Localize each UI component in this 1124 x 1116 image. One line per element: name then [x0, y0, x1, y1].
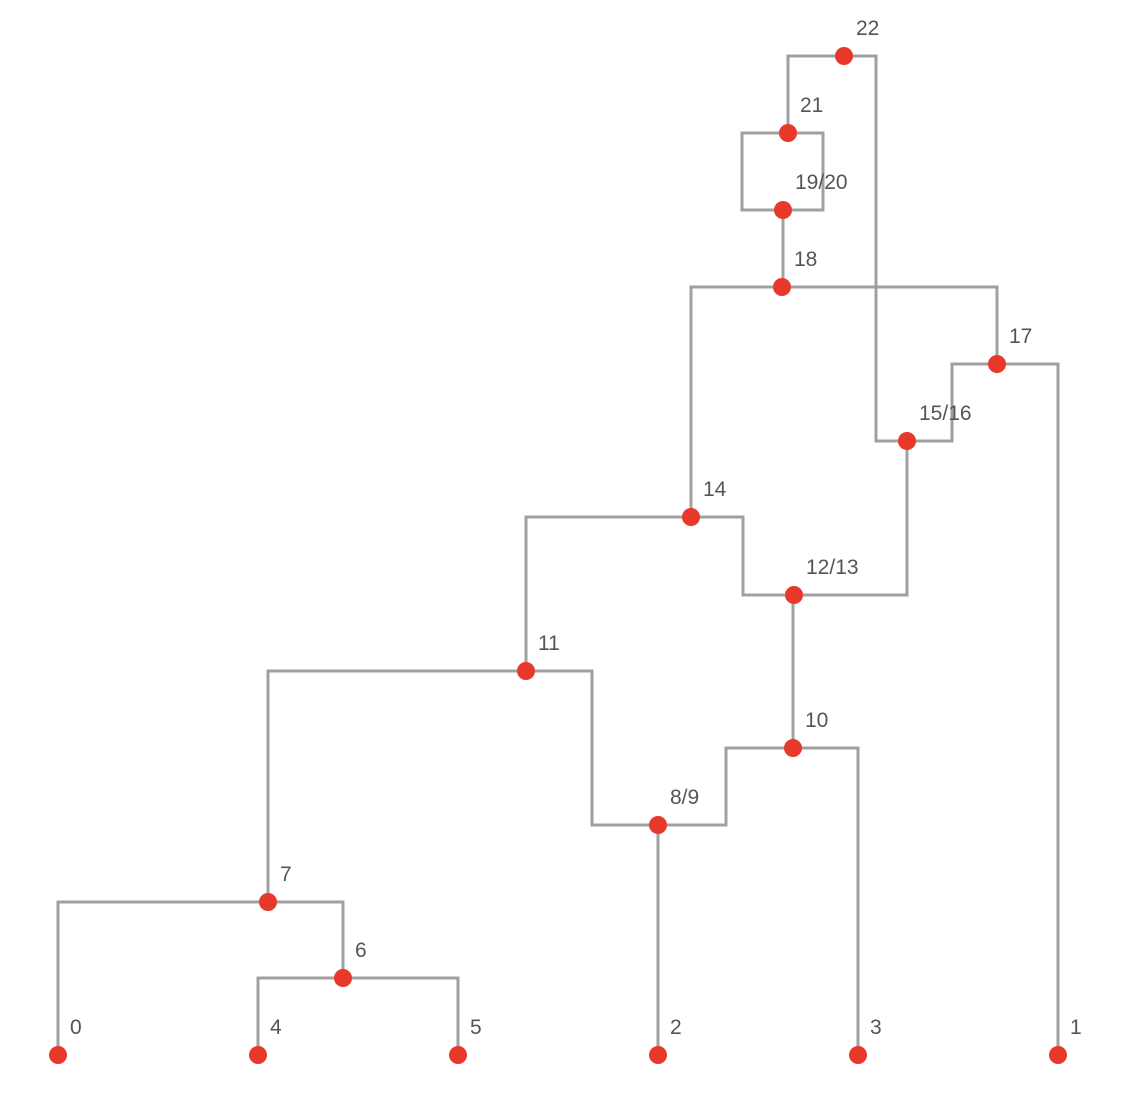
node-4: 4 — [249, 1016, 282, 1064]
node-label-14: 14 — [703, 478, 727, 501]
node-22: 22 — [835, 17, 879, 65]
edge-18 — [689, 285, 999, 517]
node-21: 21 — [779, 94, 823, 142]
node-8-9: 8/9 — [649, 786, 699, 834]
node-label-21: 21 — [800, 94, 823, 117]
node-dot-14 — [682, 508, 700, 526]
node-0: 0 — [49, 1016, 82, 1064]
edge-15-16 — [907, 362, 997, 443]
node-dot-2 — [649, 1046, 667, 1064]
node-7: 7 — [259, 863, 292, 911]
node-label-0: 0 — [70, 1016, 82, 1039]
node-15-16: 15/16 — [898, 402, 972, 450]
node-dot-15-16 — [898, 432, 916, 450]
node-label-8-9: 8/9 — [670, 786, 699, 809]
node-label-11: 11 — [538, 632, 560, 655]
node-label-18: 18 — [794, 248, 817, 271]
node-dot-0 — [49, 1046, 67, 1064]
node-dot-19-20 — [774, 201, 792, 219]
node-label-6: 6 — [355, 939, 367, 962]
node-label-12-13: 12/13 — [806, 556, 859, 579]
node-1: 1 — [1049, 1016, 1082, 1064]
edge-22 — [786, 54, 907, 443]
edge-6 — [256, 976, 460, 1055]
node-2: 2 — [649, 1016, 682, 1064]
edge-8-9 — [656, 746, 793, 1055]
node-dot-21 — [779, 124, 797, 142]
node-label-17: 17 — [1009, 325, 1032, 348]
node-6: 6 — [334, 939, 367, 987]
node-18: 18 — [773, 248, 817, 296]
node-11: 11 — [517, 632, 560, 680]
node-dot-7 — [259, 893, 277, 911]
node-dot-8-9 — [649, 816, 667, 834]
edge-7 — [56, 900, 345, 1055]
node-dot-12-13 — [785, 586, 803, 604]
edge-10 — [793, 746, 860, 1055]
node-label-2: 2 — [670, 1016, 682, 1039]
node-dot-1 — [1049, 1046, 1067, 1064]
node-dot-4 — [249, 1046, 267, 1064]
node-14: 14 — [682, 478, 727, 526]
node-dot-5 — [449, 1046, 467, 1064]
node-label-22: 22 — [856, 17, 879, 40]
node-10: 10 — [784, 709, 828, 757]
node-dot-22 — [835, 47, 853, 65]
node-label-1: 1 — [1070, 1016, 1082, 1039]
node-layer: 0 4 5 2 3 1 6 7 8/9 10 11 12/13 14 15/16 17 18 19/20 21 22 — [49, 17, 1082, 1064]
node-19-20: 19/20 — [774, 171, 848, 219]
node-dot-17 — [988, 355, 1006, 373]
node-12-13: 12/13 — [785, 556, 859, 604]
edge-layer — [56, 54, 1060, 1055]
edge-11 — [266, 669, 658, 902]
node-17: 17 — [988, 325, 1032, 373]
node-label-5: 5 — [470, 1016, 482, 1039]
node-label-19-20: 19/20 — [795, 171, 848, 194]
node-dot-11 — [517, 662, 535, 680]
node-label-3: 3 — [870, 1016, 882, 1039]
node-label-15-16: 15/16 — [919, 402, 972, 425]
node-label-4: 4 — [270, 1016, 282, 1039]
edge-17 — [997, 362, 1060, 1055]
node-dot-6 — [334, 969, 352, 987]
node-dot-3 — [849, 1046, 867, 1064]
node-3: 3 — [849, 1016, 882, 1064]
node-dot-18 — [773, 278, 791, 296]
node-label-10: 10 — [805, 709, 828, 732]
node-label-7: 7 — [280, 863, 292, 886]
node-5: 5 — [449, 1016, 482, 1064]
edge-12-13 — [791, 441, 909, 748]
node-dot-10 — [784, 739, 802, 757]
edge-14 — [524, 515, 794, 671]
